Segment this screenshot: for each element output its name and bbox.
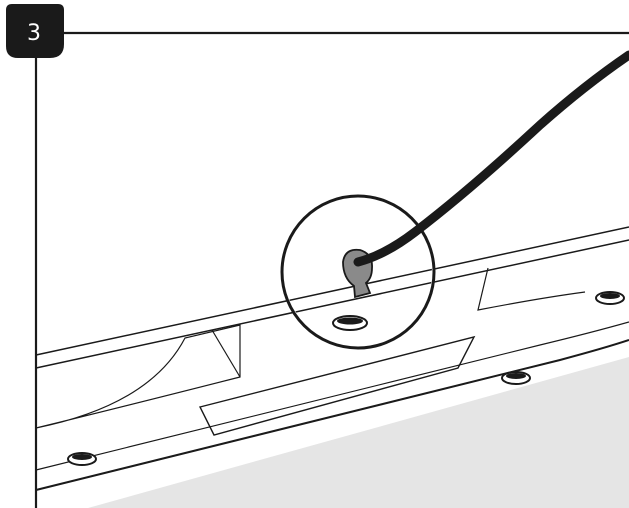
step-badge-shape	[6, 4, 64, 58]
left-recess-fold	[211, 329, 241, 378]
panel-inner-ridge	[35, 321, 629, 471]
mount-hole-right-bottom	[501, 371, 531, 385]
step-badge: 3	[6, 4, 64, 58]
power-cable-highlight	[357, 230, 417, 265]
left-recess-outline	[35, 324, 241, 429]
center-slot	[198, 335, 476, 436]
panel-bottom-edge	[35, 339, 629, 491]
step-number: 3	[27, 21, 41, 46]
floor-shade	[88, 357, 629, 508]
mount-hole-center	[332, 315, 368, 331]
mount-hole-left-bottom	[67, 452, 97, 466]
mount-hole-right-top	[595, 291, 625, 305]
right-recess-outline	[477, 267, 586, 311]
